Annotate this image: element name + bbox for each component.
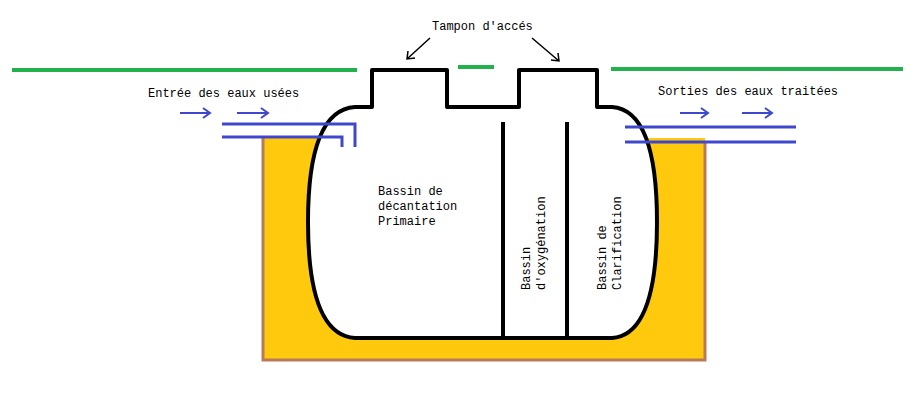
- basin: Bassin de décantation Primaire: [312, 112, 500, 334]
- basin-label: Bassin de décantation Primaire: [378, 185, 478, 230]
- basin-label: Bassin de Clarification: [596, 170, 626, 290]
- basin-label: Bassin d'oxygénation: [520, 170, 550, 290]
- tank-outline: [308, 70, 657, 338]
- access-cover-label: Tampon d'accés: [432, 20, 533, 35]
- ground-line: [12, 67, 903, 70]
- basin: Bassin de Clarification: [569, 125, 653, 335]
- inlet-label: Entrée des eaux usées: [148, 87, 299, 102]
- outlet-label: Sorties des eaux traitées: [658, 85, 838, 100]
- partition-wall: [503, 122, 567, 338]
- basin: Bassin d'oxygénation: [505, 125, 565, 335]
- leader-arrow: [407, 38, 559, 61]
- inlet-pipe: [222, 124, 355, 147]
- outlet-pipe: [625, 127, 796, 142]
- flow-arrow: [180, 108, 772, 118]
